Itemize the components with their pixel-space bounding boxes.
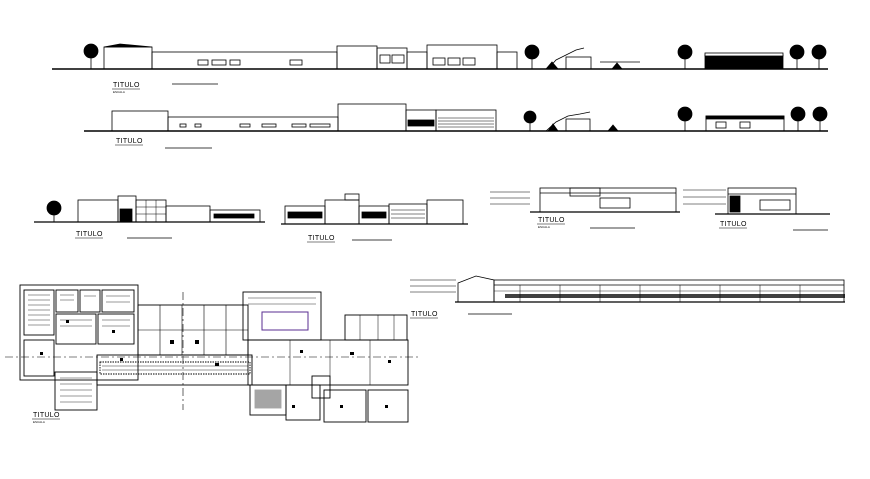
view-title: TITULO [720,221,747,228]
tree-icon [812,106,828,131]
view-title: TITULO [113,82,140,89]
title-block-8: TITULO ESCALA [32,412,60,424]
elevation-2 [84,103,828,132]
title-block-2: TITULO [115,138,212,149]
view-title: TITULO [76,231,103,238]
view-title: TITULO [116,138,143,145]
section-5 [490,187,680,213]
tree-icon [523,110,537,131]
title-block-6: TITULO [719,221,828,231]
view-title: TITULO [308,235,335,242]
elevation-3 [34,195,265,223]
view-scale: ESCALA [33,420,45,424]
view-scale: ESCALA [538,225,550,229]
elevation-4 [281,193,468,225]
long-section-7 [410,275,845,303]
tree-icon [677,44,693,69]
title-block-3: TITULO [75,231,172,239]
tree-icon [811,44,827,69]
section-6 [683,187,830,215]
floor-plan [5,284,420,423]
elevation-1 [52,43,828,70]
tree-icon [790,106,806,131]
view-title: TITULO [538,217,565,224]
view-title: TITULO [33,412,60,419]
view-scale: ESCALA [113,90,125,94]
tree-icon [677,106,693,131]
title-block-7: TITULO [410,311,512,319]
tree-icon [83,43,99,69]
tree-icon [524,44,540,69]
title-block-5: TITULO ESCALA [537,217,635,229]
tree-icon [789,44,805,69]
view-title: TITULO [411,311,438,318]
title-block-4: TITULO [307,235,392,243]
tree-icon [46,200,62,222]
title-block-1: TITULO ESCALA [112,82,218,94]
